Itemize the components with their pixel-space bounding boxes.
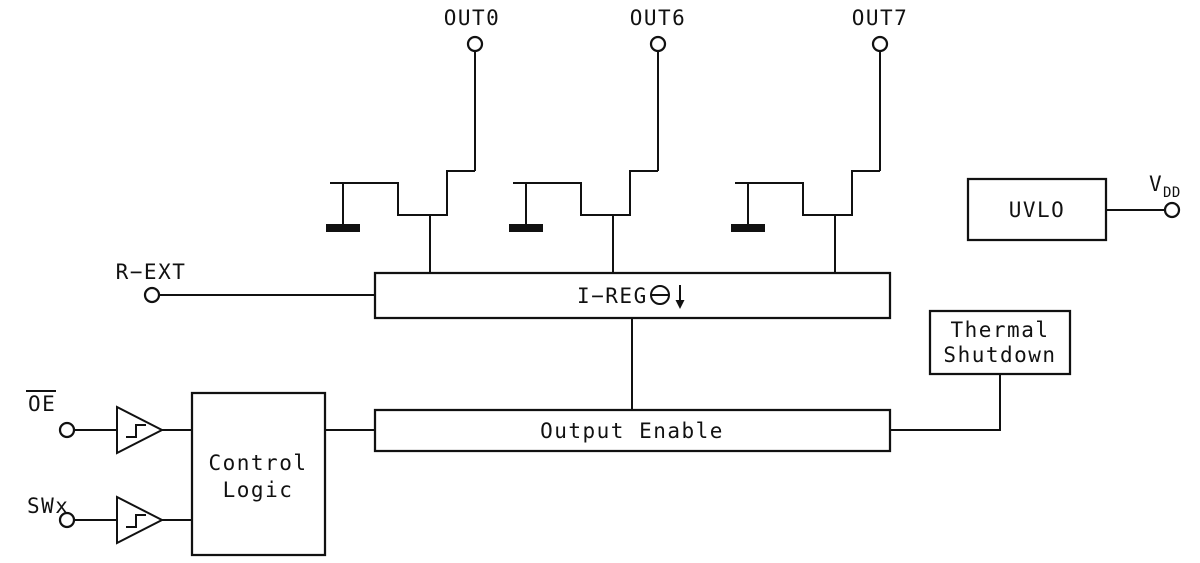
oe-pin-icon — [58, 421, 76, 439]
thermal-shutdown-box — [928, 309, 1072, 376]
output-enable-box — [373, 408, 892, 453]
rext-input: R−EXT — [116, 260, 375, 304]
thermal-shutdown-block: Thermal Shutdown — [928, 309, 1072, 376]
ireg-label: I−REG — [577, 284, 648, 308]
ground-bar-icon — [731, 224, 765, 232]
out7-label: OUT7 — [852, 6, 909, 30]
ireg-box — [373, 271, 892, 320]
control-logic-block: Control Logic — [190, 391, 327, 557]
control-logic-label-line1: Control — [208, 451, 307, 475]
vdd-label: V — [1149, 172, 1163, 196]
oe-input: OE — [26, 390, 192, 455]
out6-pin-icon — [649, 35, 667, 53]
control-logic-label-line2: Logic — [223, 478, 294, 502]
terminal-out6: OUT6 — [630, 6, 687, 53]
buffer-triangle — [116, 405, 165, 455]
vdd-subscript: DD — [1163, 185, 1181, 201]
swx-pin-icon — [58, 511, 76, 529]
output-enable-block: Output Enable — [373, 408, 892, 453]
oe-label: OE — [28, 392, 56, 416]
ground-bar-icon — [326, 224, 360, 232]
output-enable-label: Output Enable — [540, 419, 724, 443]
interconnect-wires — [325, 318, 1001, 431]
current-source-icon — [650, 285, 685, 309]
hysteresis-icon — [126, 424, 146, 438]
terminal-out0: OUT0 — [444, 6, 501, 53]
out6-label: OUT6 — [630, 6, 687, 30]
current-arrow-head — [675, 300, 685, 309]
uvlo-label: UVLO — [1009, 198, 1066, 222]
output-driver-cell — [509, 51, 659, 273]
swx-input: SWx — [27, 494, 192, 545]
output-driver-cell — [326, 51, 476, 273]
rext-pin-icon — [143, 286, 161, 304]
output-driver-cell — [731, 51, 881, 273]
uvlo-block: UVLO V DD — [966, 172, 1181, 242]
rext-label: R−EXT — [116, 260, 187, 284]
ground-bar-icon — [509, 224, 543, 232]
swx-label: SWx — [27, 494, 69, 518]
control-logic-box — [190, 391, 327, 557]
mosfet-staircase — [513, 170, 658, 216]
out7-pin-icon — [871, 35, 889, 53]
thermal-shutdown-label-line1: Thermal — [950, 318, 1049, 342]
schmitt-buffer-icon — [116, 405, 165, 455]
vdd-pin-icon — [1163, 201, 1181, 219]
ireg-block: I−REG — [373, 271, 892, 320]
thermal-shutdown-label-line2: Shutdown — [943, 343, 1056, 367]
wire-output-enable-to-thermal-shutdown — [890, 374, 1001, 431]
mosfet-staircase — [330, 170, 475, 216]
terminal-out7: OUT7 — [852, 6, 909, 53]
schmitt-buffer-icon — [116, 495, 165, 545]
out0-label: OUT0 — [444, 6, 501, 30]
buffer-triangle — [116, 495, 165, 545]
out0-pin-icon — [466, 35, 484, 53]
mosfet-staircase — [735, 170, 880, 216]
hysteresis-icon — [126, 514, 146, 528]
